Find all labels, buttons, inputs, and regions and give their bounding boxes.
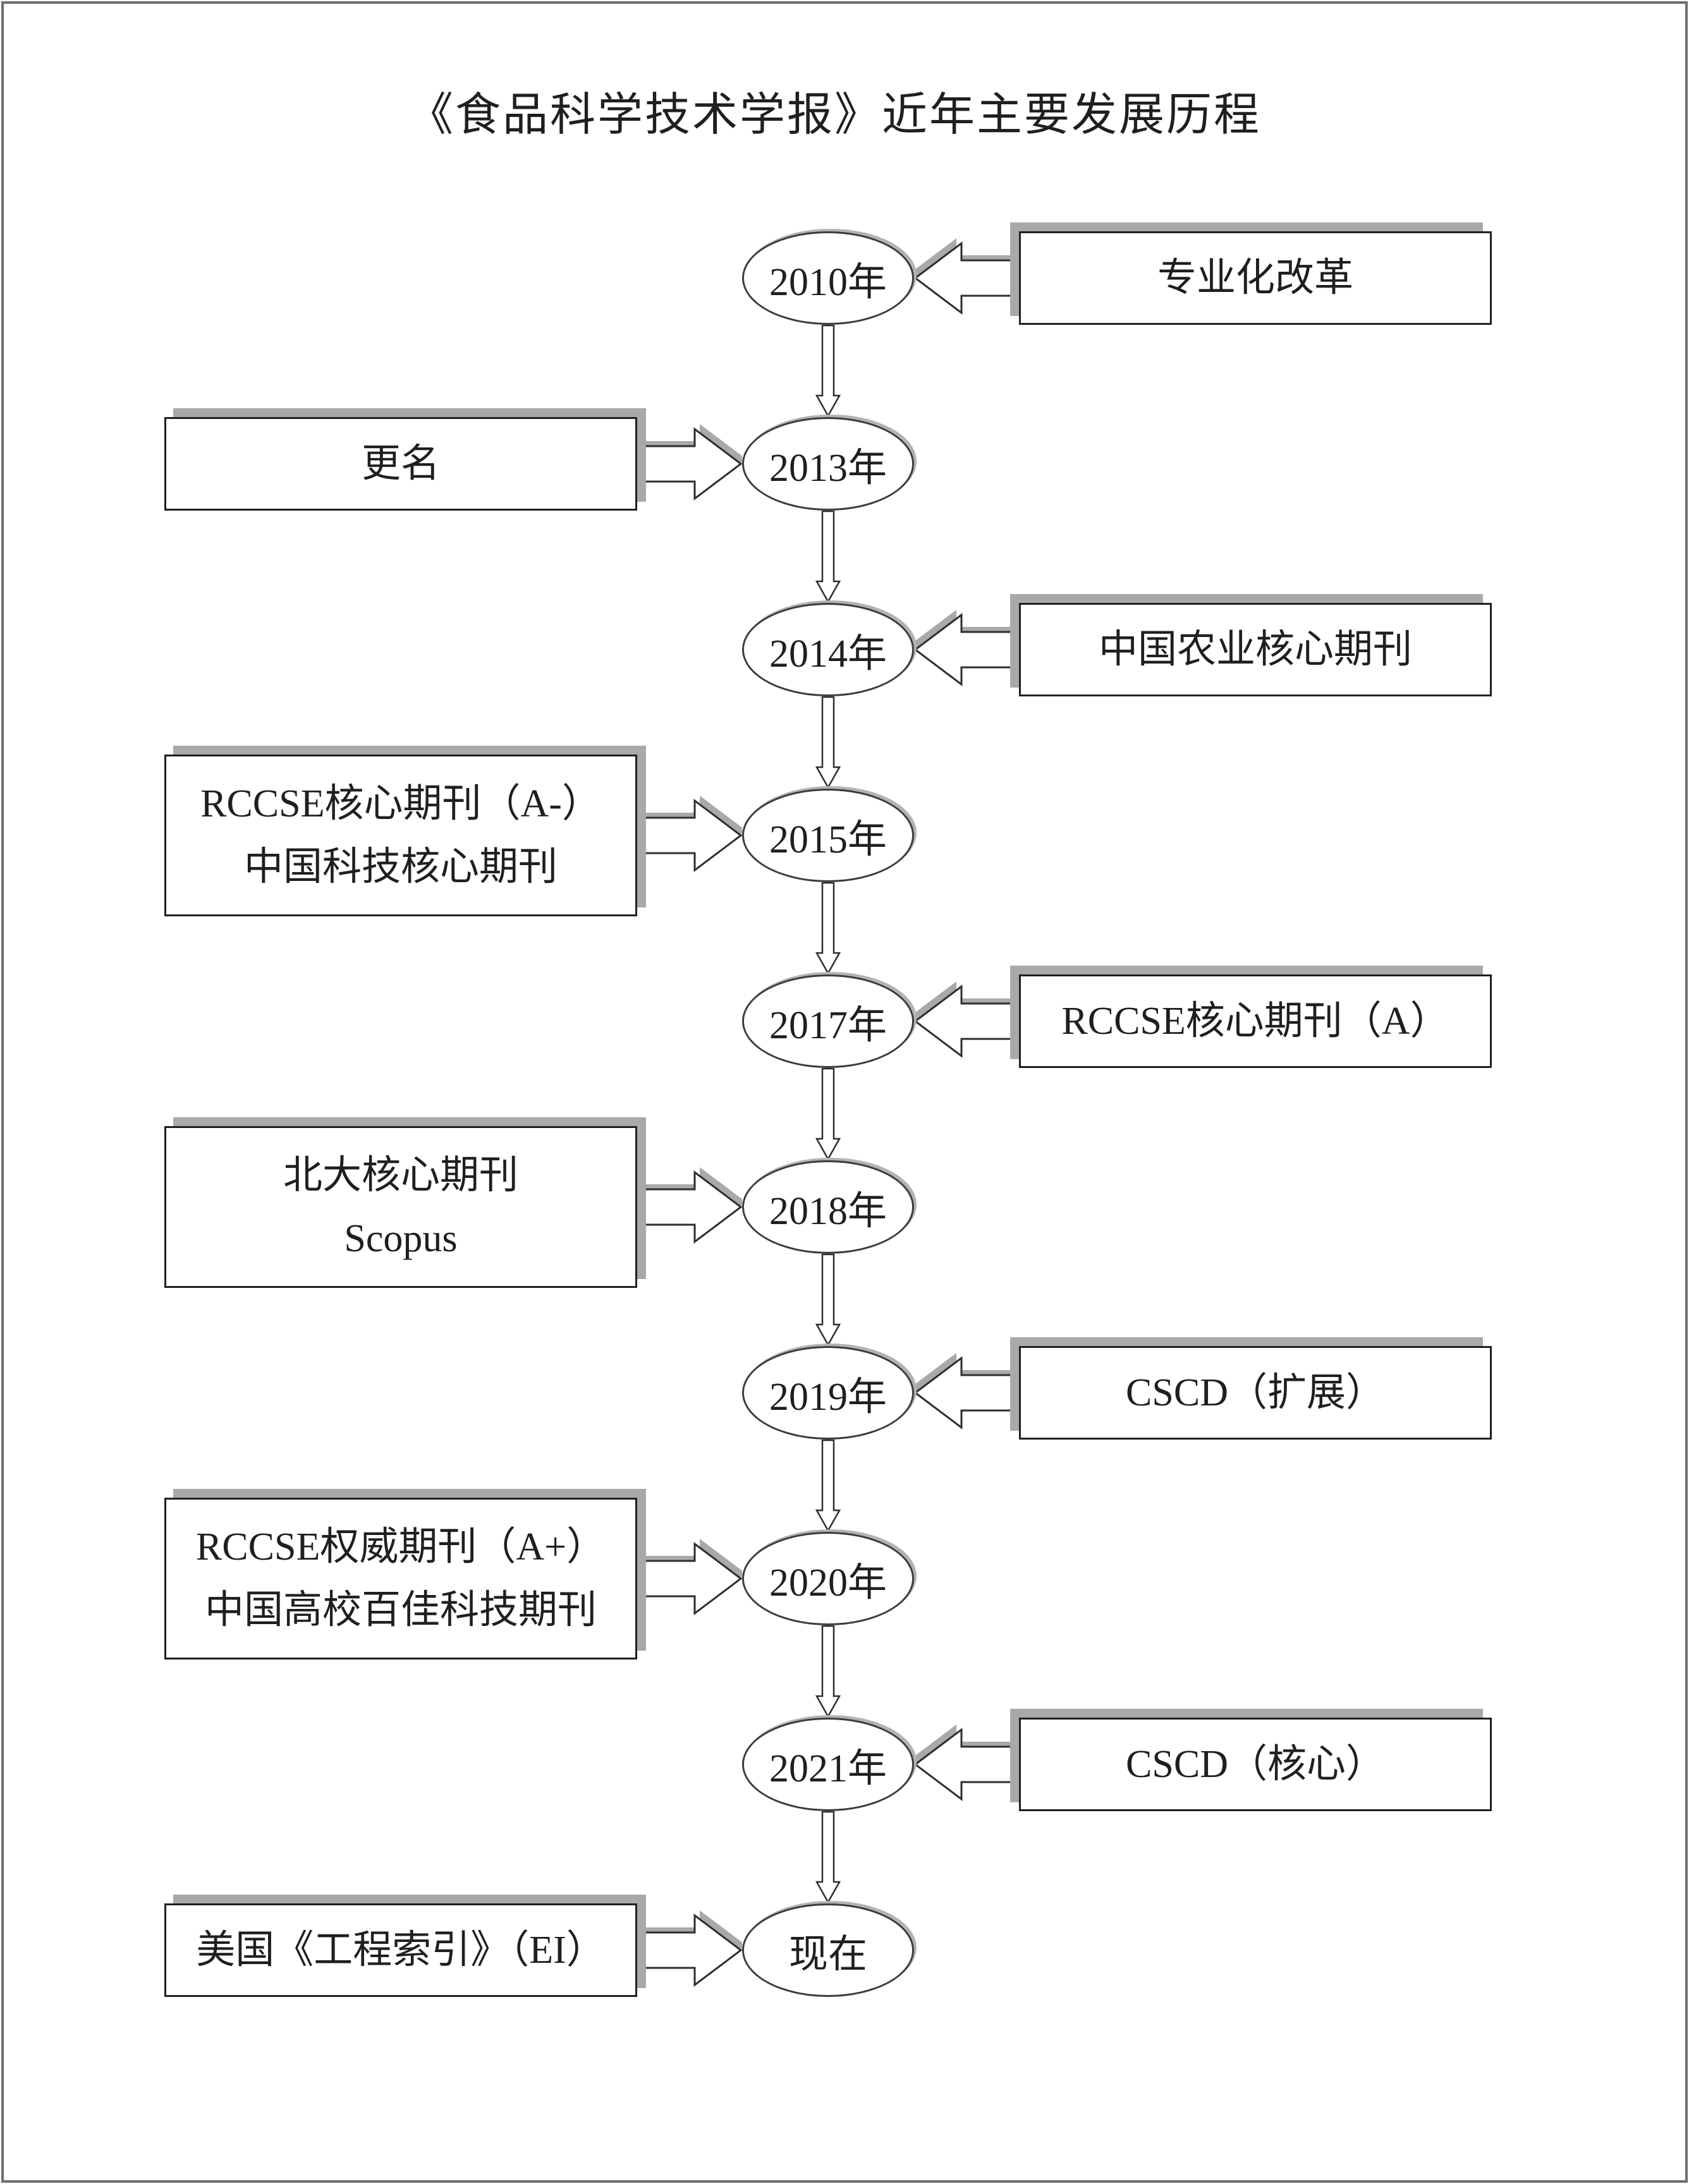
milestone-box: 更名 <box>164 417 637 511</box>
milestone-label: 中国农业核心期刊 <box>1098 628 1412 671</box>
milestone-box: RCCSE核心期刊（A-） 中国科技核心期刊 <box>164 755 637 916</box>
timeline-node: 2017年 <box>742 974 914 1068</box>
block-arrow-left-icon <box>914 981 1019 1059</box>
year-label: 2018年 <box>769 1190 887 1233</box>
milestone-box: RCCSE权威期刊（A+） 中国高校百佳科技期刊 <box>164 1498 637 1659</box>
year-label: 2021年 <box>769 1747 887 1790</box>
year-label: 2017年 <box>769 1004 887 1047</box>
milestone-label: 中国科技核心期刊 <box>243 846 558 889</box>
milestone-label: RCCSE核心期刊（A-） <box>200 782 601 825</box>
timeline-node: 2010年 <box>742 231 914 325</box>
timeline-node: 2013年 <box>742 417 914 511</box>
connector-arrow-down-icon <box>815 1068 841 1160</box>
milestone-box: CSCD（扩展） <box>1019 1346 1492 1440</box>
milestone-label: Scopus <box>344 1217 458 1260</box>
connector-arrow-down-icon <box>815 325 841 417</box>
timeline-node: 2021年 <box>742 1718 914 1811</box>
year-label: 2019年 <box>769 1376 887 1419</box>
milestone-box: RCCSE核心期刊（A） <box>1019 974 1492 1068</box>
milestone-label: 更名 <box>361 442 440 485</box>
milestone-label: RCCSE权威期刊（A+） <box>195 1526 606 1568</box>
year-label: 2013年 <box>769 447 887 490</box>
block-arrow-left-icon <box>914 610 1019 687</box>
page-title: 《食品科学技术学报》近年主要发展历程 <box>407 90 1261 140</box>
connector-arrow-down-icon <box>815 696 841 789</box>
milestone-label: CSCD（核心） <box>1126 1743 1385 1786</box>
timeline-node: 2014年 <box>742 603 914 696</box>
block-arrow-right-icon <box>637 1167 742 1244</box>
year-label: 现在 <box>788 1933 867 1976</box>
milestone-label: 中国高校百佳科技期刊 <box>204 1589 597 1632</box>
block-arrow-right-icon <box>637 1910 742 1987</box>
block-arrow-left-icon <box>914 238 1019 315</box>
milestone-box: CSCD（核心） <box>1019 1718 1492 1811</box>
year-label: 2015年 <box>769 818 887 861</box>
timeline-node: 2020年 <box>742 1532 914 1625</box>
milestone-box: 专业化改革 <box>1019 231 1492 325</box>
timeline-node: 2015年 <box>742 789 914 882</box>
year-label: 2020年 <box>769 1562 887 1605</box>
milestone-box: 美国《工程索引》（EI） <box>164 1903 637 1997</box>
milestone-label: 专业化改革 <box>1157 257 1353 300</box>
year-label: 2010年 <box>769 261 887 304</box>
connector-arrow-down-icon <box>815 1811 841 1903</box>
connector-arrow-down-icon <box>815 511 841 603</box>
milestone-label: RCCSE核心期刊（A） <box>1061 1000 1449 1043</box>
block-arrow-left-icon <box>914 1725 1019 1802</box>
timeline-node: 现在 <box>742 1903 914 1997</box>
milestone-box: 北大核心期刊 Scopus <box>164 1126 637 1288</box>
milestone-box: 中国农业核心期刊 <box>1019 603 1492 696</box>
block-arrow-right-icon <box>637 1539 742 1616</box>
connector-arrow-down-icon <box>815 882 841 974</box>
connector-arrow-down-icon <box>815 1625 841 1718</box>
milestone-label: 美国《工程索引》（EI） <box>196 1929 606 1972</box>
timeline-node: 2019年 <box>742 1346 914 1440</box>
milestone-label: 北大核心期刊 <box>283 1154 518 1197</box>
block-arrow-left-icon <box>914 1353 1019 1430</box>
milestone-label: CSCD（扩展） <box>1126 1371 1385 1414</box>
year-label: 2014年 <box>769 633 887 676</box>
block-arrow-right-icon <box>637 796 742 873</box>
block-arrow-right-icon <box>637 424 742 501</box>
timeline-node: 2018年 <box>742 1160 914 1254</box>
connector-arrow-down-icon <box>815 1254 841 1346</box>
connector-arrow-down-icon <box>815 1440 841 1532</box>
